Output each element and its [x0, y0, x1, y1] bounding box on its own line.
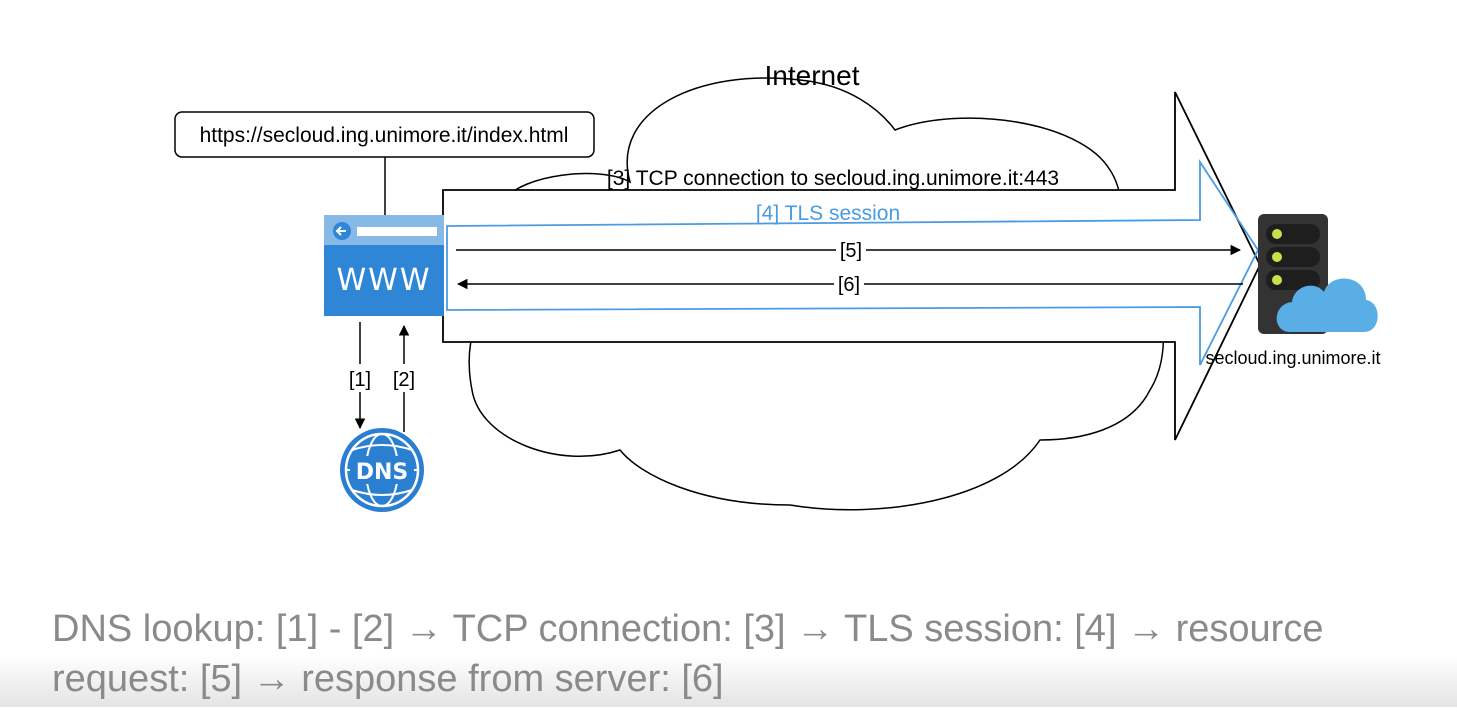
tcp-connection-arrow: [442, 91, 1262, 441]
server-label: secloud.ing.unimore.it: [1205, 348, 1380, 368]
dns-icon-text: DNS: [356, 460, 409, 485]
dns-query-label: [1]: [349, 369, 371, 391]
dns-globe-icon: DNS: [340, 428, 424, 512]
dns-reply-label: [2]: [393, 369, 415, 391]
server-cloud-icon: [1258, 214, 1378, 334]
tls-session-arrow: [446, 158, 1260, 366]
tls-label: [4] TLS session: [756, 202, 900, 225]
url-text: https://secloud.ing.unimore.it/index.htm…: [200, 124, 569, 147]
browser-www-text: WWW: [337, 263, 432, 298]
tcp-label: [3] TCP connection to secloud.ing.unimor…: [607, 167, 1059, 190]
browser-window-icon: WWW: [324, 215, 444, 316]
url-box: [174, 111, 595, 158]
request-label: [5]: [840, 240, 862, 262]
internet-label: Internet: [765, 60, 860, 91]
response-label: [6]: [838, 274, 860, 296]
caption-text: DNS lookup: [1] - [2] → TCP connection: …: [52, 608, 1324, 700]
